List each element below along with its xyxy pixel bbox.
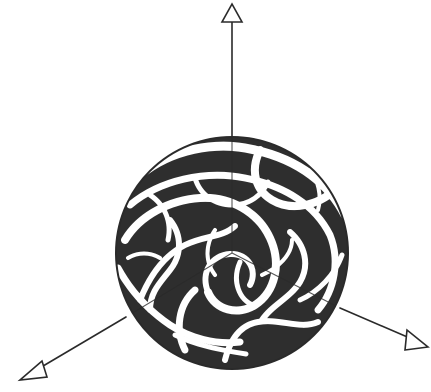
z-axis-arrowhead [222,4,242,22]
marbled-sphere [116,137,348,369]
y-axis-arrowhead [405,330,428,350]
x-axis-arrowhead [20,361,47,380]
y-axis-line [340,308,412,339]
x-axis-line [38,317,126,369]
